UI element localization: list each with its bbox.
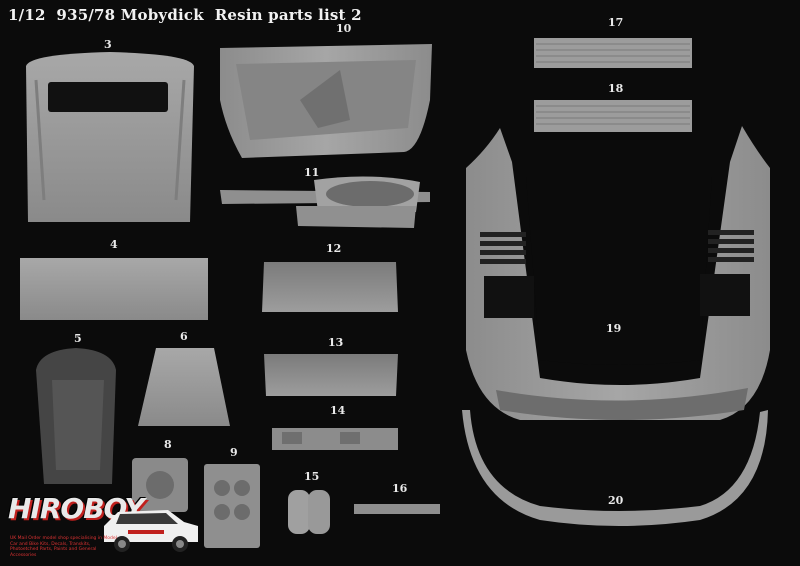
part-number: 9: [230, 446, 238, 459]
part-number: 10: [336, 22, 352, 35]
logo-car-icon: [104, 510, 198, 552]
part-number: 13: [328, 336, 344, 349]
part-12-panel: [262, 262, 398, 312]
part-19-front-body: [466, 126, 770, 420]
page-title: 1/12 935/78 Mobydick Resin parts list 2: [8, 6, 362, 24]
part-6-panel: [138, 348, 230, 426]
part-11-dashboard: [220, 176, 430, 228]
logo-tagline: UK Mail Order model shop specialising in…: [10, 536, 117, 558]
part-17-grille: [534, 38, 692, 68]
part-number: 6: [180, 330, 188, 343]
part-16-bar: [354, 504, 440, 514]
part-3-hood: [26, 52, 194, 222]
hiroboy-logo: HIROBOY UK Mail Order model shop special…: [8, 486, 204, 560]
part-number: 8: [164, 438, 172, 451]
part-14-rail: [272, 428, 398, 450]
part-number: 15: [304, 470, 320, 483]
part-5-seat: [36, 348, 116, 484]
part-number: 11: [304, 166, 320, 179]
part-number: 20: [608, 494, 624, 507]
part-number: 14: [330, 404, 346, 417]
part-13-panel: [264, 354, 398, 396]
part-20-front-lip: [462, 410, 768, 526]
part-15-tanks: [288, 490, 330, 534]
part-number: 4: [110, 238, 118, 251]
part-number: 12: [326, 242, 342, 255]
part-number: 19: [606, 322, 622, 335]
part-18-grille: [534, 100, 692, 132]
part-number: 17: [608, 16, 624, 29]
part-8-engine: [132, 458, 188, 512]
part-9-engine: [204, 464, 260, 548]
part-4-panel: [20, 258, 208, 320]
part-number: 16: [392, 482, 408, 495]
part-number: 3: [104, 38, 112, 51]
part-number: 18: [608, 82, 624, 95]
part-number: 5: [74, 332, 82, 345]
part-10-rear-panel: [220, 44, 432, 158]
